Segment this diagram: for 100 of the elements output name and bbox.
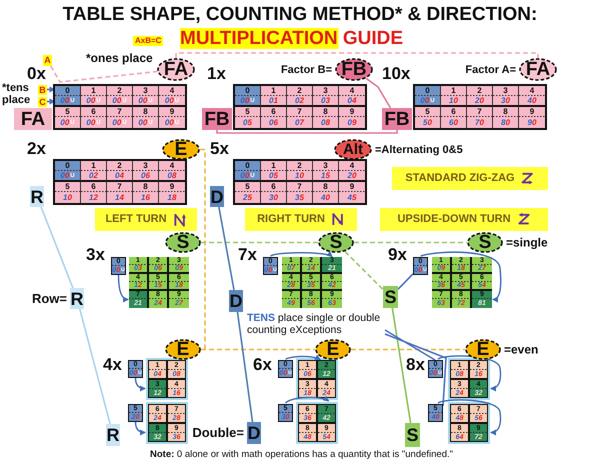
arrow (47, 98, 56, 104)
factor-number: 3 (323, 86, 328, 94)
connector-line (344, 251, 384, 290)
connector-line (392, 308, 412, 424)
factor-number: 0 (425, 86, 430, 94)
direction-banner (392, 167, 548, 190)
letter-box: FA (14, 108, 52, 130)
factor-number: 2 (297, 162, 302, 170)
factor-number: 5 (245, 108, 250, 116)
product-number: 15 (321, 172, 330, 180)
connector-line (50, 66, 158, 83)
beside-label: =single (506, 236, 548, 250)
factor-number: 8 (323, 182, 328, 190)
factor-number: 4 (170, 86, 174, 94)
factor-number: 4 (530, 86, 534, 94)
connector-line (236, 312, 254, 422)
product-number: 05 (269, 172, 278, 180)
connector-line (216, 130, 398, 134)
connector-line (366, 78, 392, 108)
beside-label: =Alternating 0&5 (375, 143, 463, 156)
banner-text: RIGHT TURN (257, 214, 325, 225)
letter-tag: B (38, 85, 47, 95)
factor-number: 5 (425, 108, 430, 116)
letter-box: FB (382, 108, 412, 130)
product-number: 06 (141, 172, 150, 180)
product-number: 14 (115, 194, 124, 202)
box-letter: D (248, 424, 260, 442)
times-heading: 1x (207, 64, 226, 84)
product-number: 04 (348, 96, 356, 104)
product-number: 02 (295, 96, 304, 104)
times-heading: 0x (27, 64, 46, 83)
factor-number: 1 (91, 162, 96, 170)
connector-line (384, 333, 447, 406)
product-number: 30 (501, 96, 510, 104)
product-number: 01 (269, 96, 278, 104)
product-number: 45 (348, 194, 356, 202)
direction-banner (95, 208, 197, 231)
product-number: 00 (112, 96, 122, 104)
factor-number: 9 (530, 108, 534, 116)
product-number: 20 (348, 172, 356, 180)
product-number: 10 (449, 96, 458, 104)
product-number: 00 (138, 96, 148, 104)
factor-number: 5 (65, 108, 70, 116)
table-cell (428, 404, 443, 422)
connector-line (201, 242, 318, 244)
product-number: 06 (269, 118, 278, 126)
product-number: 40 (321, 194, 330, 202)
factor-number: 9 (350, 108, 354, 116)
product-number: 25 (243, 194, 252, 202)
footnote: Note: 0 alone or with math operations has a quantity that is "undefined." (150, 449, 454, 460)
banner-text: UPSIDE-DOWN TURN (397, 214, 511, 225)
product-number: 00 (164, 96, 174, 104)
letter-tag: C (38, 97, 47, 107)
exceptions-note: TENS place single or double counting eXceptions (245, 311, 385, 337)
beside-label: Double= (192, 426, 244, 440)
factor-number: 9 (170, 182, 174, 190)
connector-line (40, 206, 74, 288)
product-number: 00 (138, 118, 148, 126)
product-number: 04 (115, 172, 124, 180)
formula-tag: AxB=C (133, 36, 164, 46)
subtitle: MULTIPLICATION GUIDE (180, 28, 404, 49)
product-number: 60 (449, 118, 458, 126)
product-number: 10 (295, 172, 304, 180)
letter-box: D (210, 186, 224, 207)
factor-number: 2 (117, 86, 122, 94)
factor-number: 5 (245, 182, 250, 190)
times-heading: 9x (388, 245, 407, 265)
product-number: 20 (475, 96, 484, 104)
factor-number: 4 (170, 162, 174, 170)
letter-box: FB (202, 108, 232, 130)
product-number: 00 (86, 118, 96, 126)
letter-tag: A (43, 55, 52, 66)
dashed-oval (318, 232, 354, 253)
product-number: 18 (168, 194, 176, 202)
factor-number: 0 (65, 86, 70, 94)
factor-number: 3 (143, 86, 148, 94)
oval-letter: S (478, 233, 492, 252)
factor-number: 3 (503, 86, 508, 94)
product-number: 90 (528, 118, 536, 126)
oval-letter: FA (526, 60, 550, 79)
beside-label: Factor B= (280, 63, 332, 76)
dashed-oval (165, 339, 201, 360)
factor-number: 1 (271, 162, 276, 170)
factor-number: 4 (350, 86, 354, 94)
factor-number: 9 (350, 182, 354, 190)
factor-number: 8 (323, 108, 328, 116)
product-number: 09 (348, 118, 356, 126)
product-number: 70 (475, 118, 484, 126)
factor-number: 8 (143, 108, 148, 116)
banner-text: STANDARD ZIG-ZAG (405, 173, 515, 184)
factor-number: 0 (245, 86, 250, 94)
times-heading: 10x (382, 64, 410, 84)
factor-number: 2 (477, 86, 482, 94)
times-heading: 8x (406, 355, 425, 375)
product-number: 12 (89, 194, 98, 202)
product-number: 02 (89, 172, 98, 180)
product-number: 07 (295, 118, 304, 126)
table-cell (55, 86, 81, 107)
factor-number: 1 (91, 86, 96, 94)
connector-line (397, 273, 414, 290)
